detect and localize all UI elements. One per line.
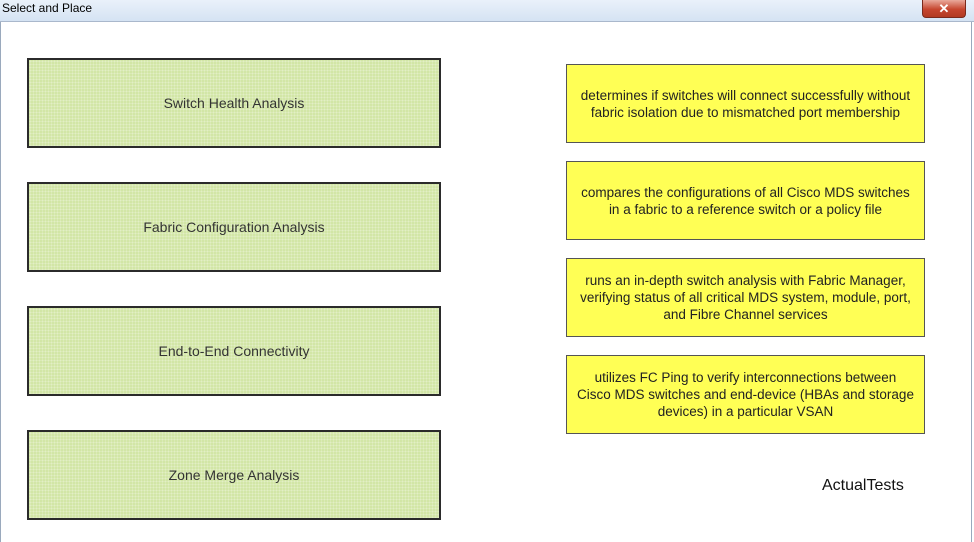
- target-switch-health-analysis[interactable]: Switch Health Analysis: [27, 58, 441, 148]
- brand-text: ActualTests: [822, 477, 904, 494]
- item-text: runs an in-depth switch analysis with Fa…: [580, 273, 911, 322]
- draggable-item-switch-analysis[interactable]: runs an in-depth switch analysis with Fa…: [566, 258, 925, 337]
- item-text: utilizes FC Ping to verify interconnecti…: [577, 370, 914, 419]
- target-label: Fabric Configuration Analysis: [143, 219, 325, 235]
- draggable-item-fc-ping[interactable]: utilizes FC Ping to verify interconnecti…: [566, 355, 925, 434]
- target-label: Zone Merge Analysis: [168, 467, 300, 483]
- target-label: End-to-End Connectivity: [158, 343, 310, 359]
- item-text: determines if switches will connect succ…: [580, 87, 911, 120]
- target-label: Switch Health Analysis: [163, 95, 305, 111]
- target-end-to-end-connectivity[interactable]: End-to-End Connectivity: [27, 306, 441, 396]
- close-icon: ✕: [938, 1, 950, 16]
- target-zone-merge-analysis[interactable]: Zone Merge Analysis: [27, 430, 441, 520]
- window-title: Select and Place: [2, 1, 93, 15]
- draggable-item-port-membership[interactable]: determines if switches will connect succ…: [566, 64, 925, 143]
- window-frame: [0, 22, 972, 542]
- title-bar: Select and Place ✕: [0, 0, 974, 22]
- target-fabric-configuration-analysis[interactable]: Fabric Configuration Analysis: [27, 182, 441, 272]
- close-button[interactable]: ✕: [922, 0, 966, 18]
- draggable-item-config-compare[interactable]: compares the configurations of all Cisco…: [566, 161, 925, 240]
- item-text: compares the configurations of all Cisco…: [581, 184, 910, 217]
